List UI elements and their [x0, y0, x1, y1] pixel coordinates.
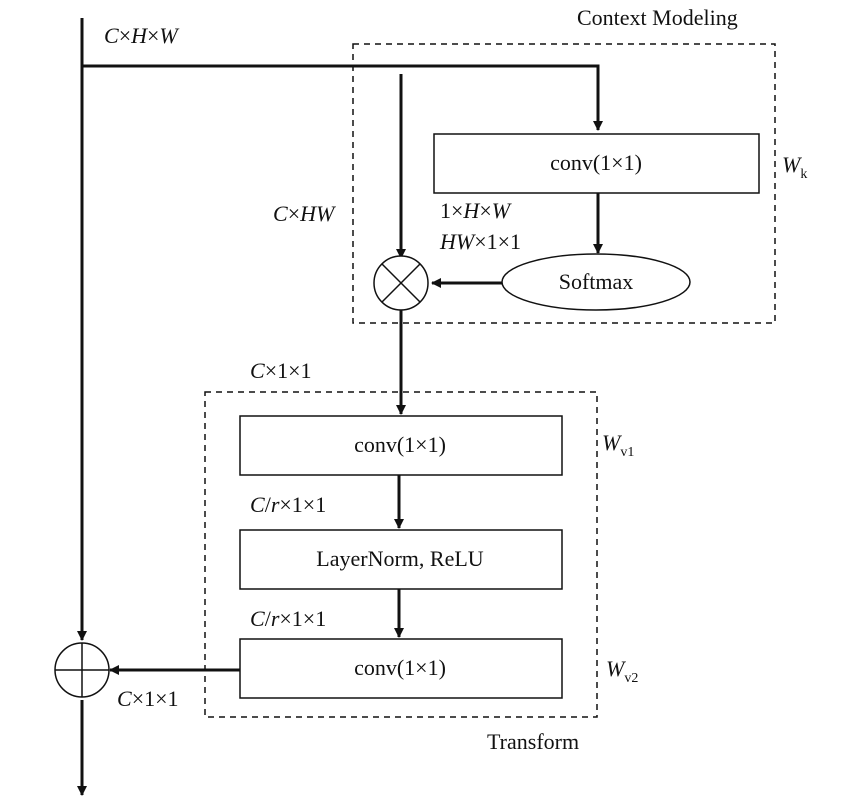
dim-attn-reshaped: HW×1×1	[439, 229, 521, 254]
softmax-label: Softmax	[559, 269, 634, 294]
wv1-weight-label: Wv1	[602, 430, 634, 460]
layernorm-relu-label: LayerNorm, ReLU	[316, 546, 483, 571]
dim-input: C×H×W	[104, 23, 179, 48]
dim-reshaped: C×HW	[273, 201, 336, 226]
dim-attn-map: 1×H×W	[440, 198, 512, 223]
add-node	[54, 642, 110, 698]
layernorm-relu-block	[239, 529, 563, 590]
dim-context: C×1×1	[250, 358, 312, 383]
conv-v1-label: conv(1×1)	[354, 432, 446, 457]
conv-k-block	[433, 133, 760, 194]
conv-k-label: conv(1×1)	[550, 150, 642, 175]
conv-v1-block	[239, 415, 563, 476]
branch-to-conv-k	[82, 64, 603, 131]
context-modeling-title: Context Modeling	[577, 5, 738, 30]
conv-v2-label: conv(1×1)	[354, 655, 446, 680]
matmul-node	[373, 255, 429, 311]
wv2-weight-label: Wv2	[606, 656, 638, 686]
dim-transform-out: C×1×1	[117, 686, 179, 711]
dim-bottleneck-1: C/r×1×1	[250, 492, 326, 517]
dim-bottleneck-2: C/r×1×1	[250, 606, 326, 631]
context-modeling-group	[352, 43, 776, 324]
wk-weight-label: Wk	[782, 152, 807, 182]
transform-group	[204, 391, 598, 718]
transform-title: Transform	[487, 729, 579, 754]
